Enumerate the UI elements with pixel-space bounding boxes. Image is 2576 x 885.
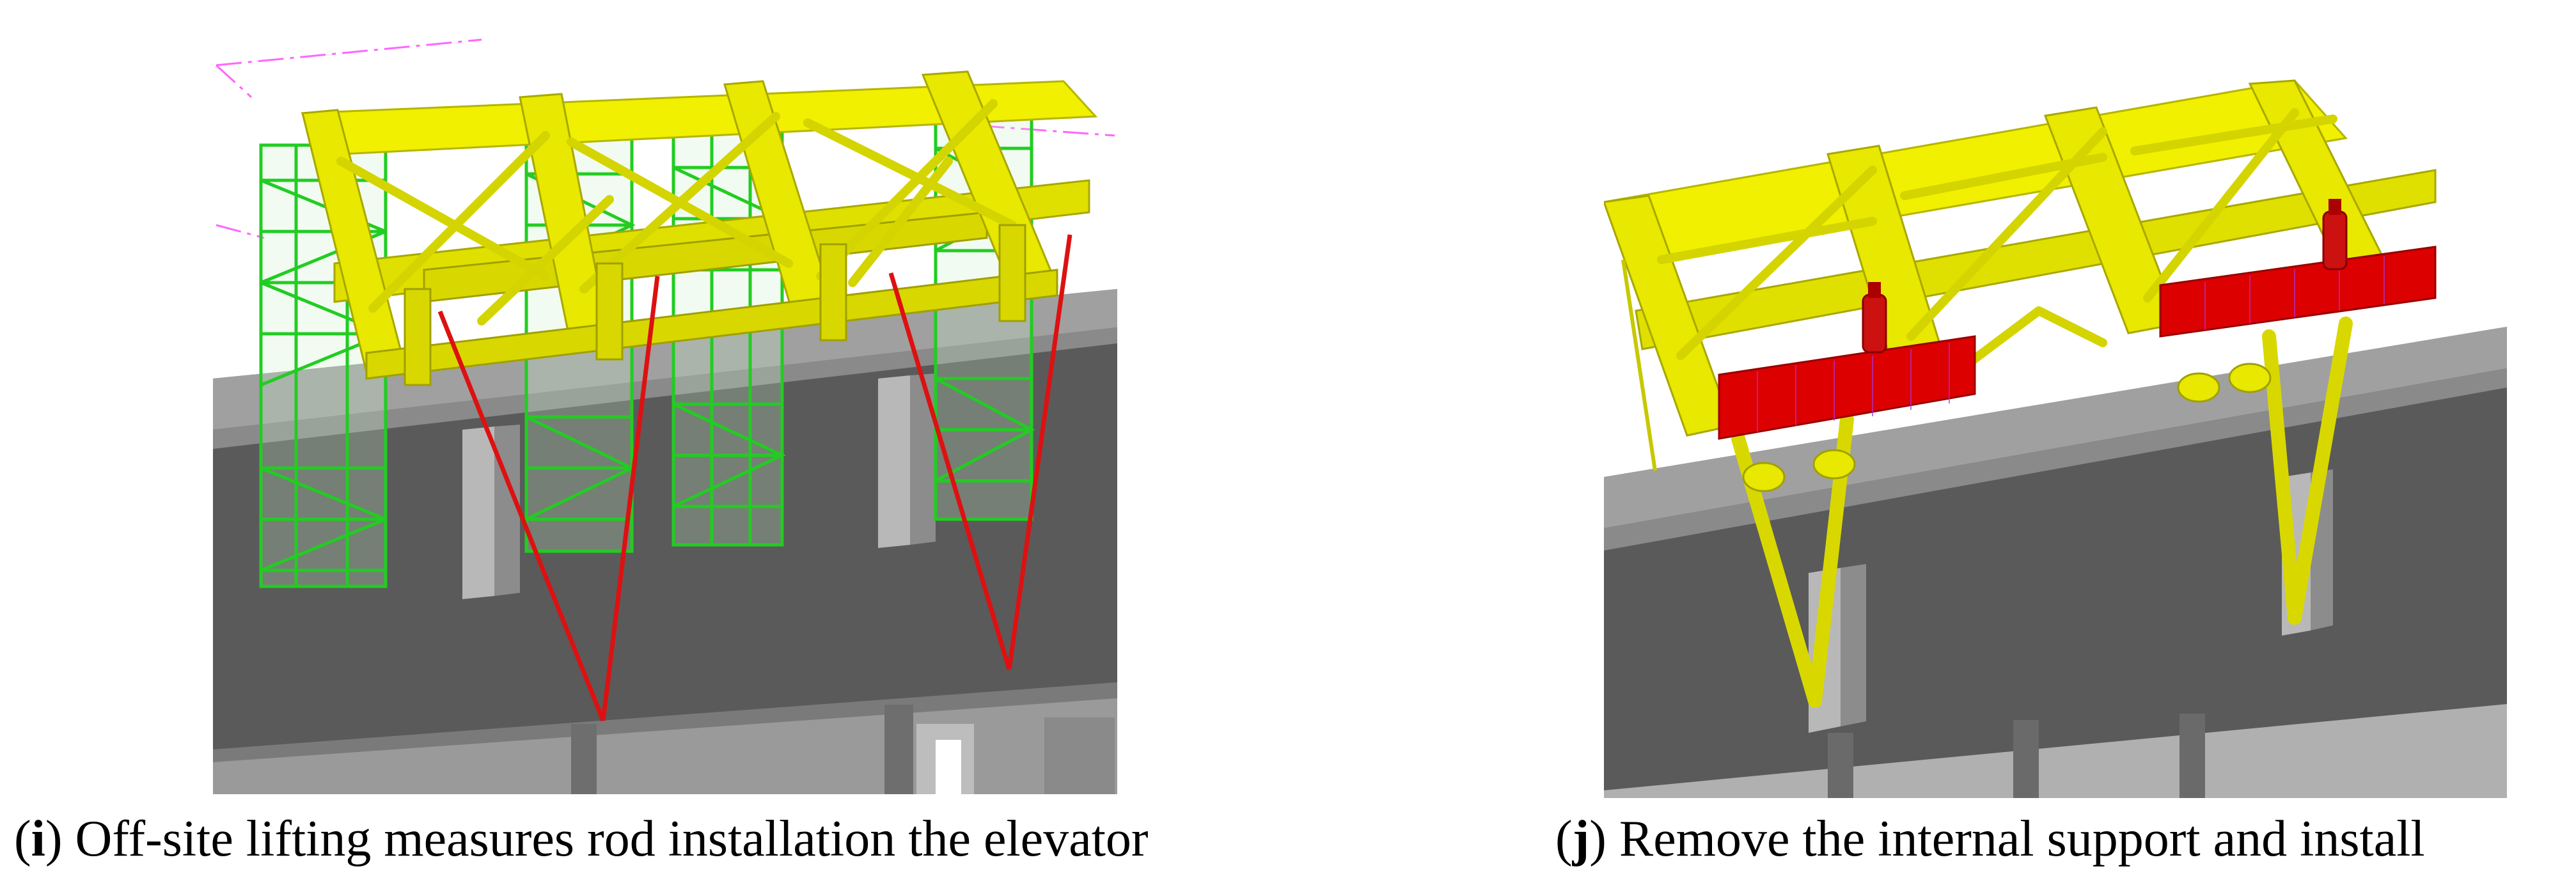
panel-i-3d-model <box>213 20 1117 794</box>
lifting-rods <box>437 234 1072 722</box>
caption-i-text: Off-site lifting measures rod installati… <box>75 811 1149 867</box>
steel-lifting-frame <box>1604 79 2437 708</box>
concrete-girder <box>213 289 1117 794</box>
caption-j-letter: j <box>1572 811 1590 867</box>
panel-j-3d-model <box>1604 68 2507 798</box>
steel-lifting-frame <box>301 70 1098 386</box>
caption-j: (j) Remove the internal support and inst… <box>1555 811 2425 867</box>
lifting-frame-model-j <box>1604 68 2507 798</box>
caption-i: (i) Off-site lifting measures rod instal… <box>14 811 1149 867</box>
lifting-frame-model-i <box>213 20 1117 794</box>
caption-i-letter: i <box>31 811 45 867</box>
caption-j-text: Remove the internal support and install <box>1619 811 2425 867</box>
hydraulic-jacks <box>1862 199 2348 354</box>
lifting-beams <box>1718 246 2437 440</box>
